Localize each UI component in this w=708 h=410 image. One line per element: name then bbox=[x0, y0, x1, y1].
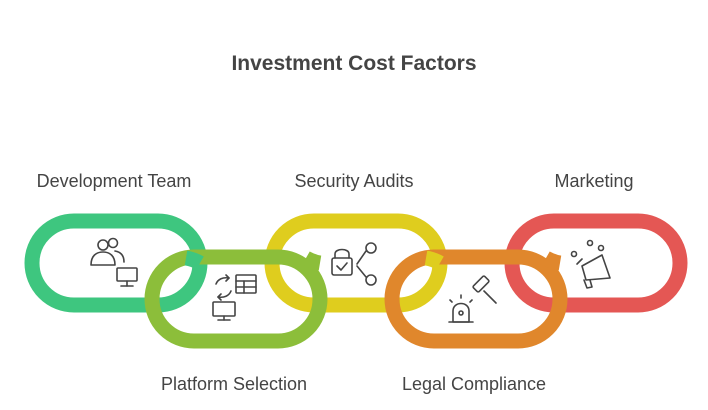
chain-overlap-platform-selection bbox=[302, 251, 322, 271]
chain-overlap-security-audits bbox=[424, 250, 444, 270]
label-legal-compliance: Legal Compliance bbox=[401, 374, 547, 394]
chain-link-legal-compliance bbox=[384, 249, 568, 349]
megaphone-icon bbox=[570, 239, 611, 289]
users-monitor-icon bbox=[90, 237, 138, 287]
diagram-title: Investment Cost Factors bbox=[231, 52, 477, 75]
label-platform-selection: Platform Selection bbox=[160, 374, 308, 394]
platform-switch-icon bbox=[212, 274, 257, 321]
chain-overlap-development-team bbox=[184, 250, 204, 270]
label-security-audits: Security Audits bbox=[294, 171, 414, 191]
chain-link-platform-selection bbox=[144, 249, 328, 349]
label-development-team: Development Team bbox=[36, 171, 192, 191]
gavel-icon bbox=[448, 275, 497, 323]
chain-overlap-legal-compliance bbox=[542, 251, 562, 271]
lock-share-icon bbox=[331, 242, 377, 286]
label-marketing: Marketing bbox=[554, 171, 634, 191]
